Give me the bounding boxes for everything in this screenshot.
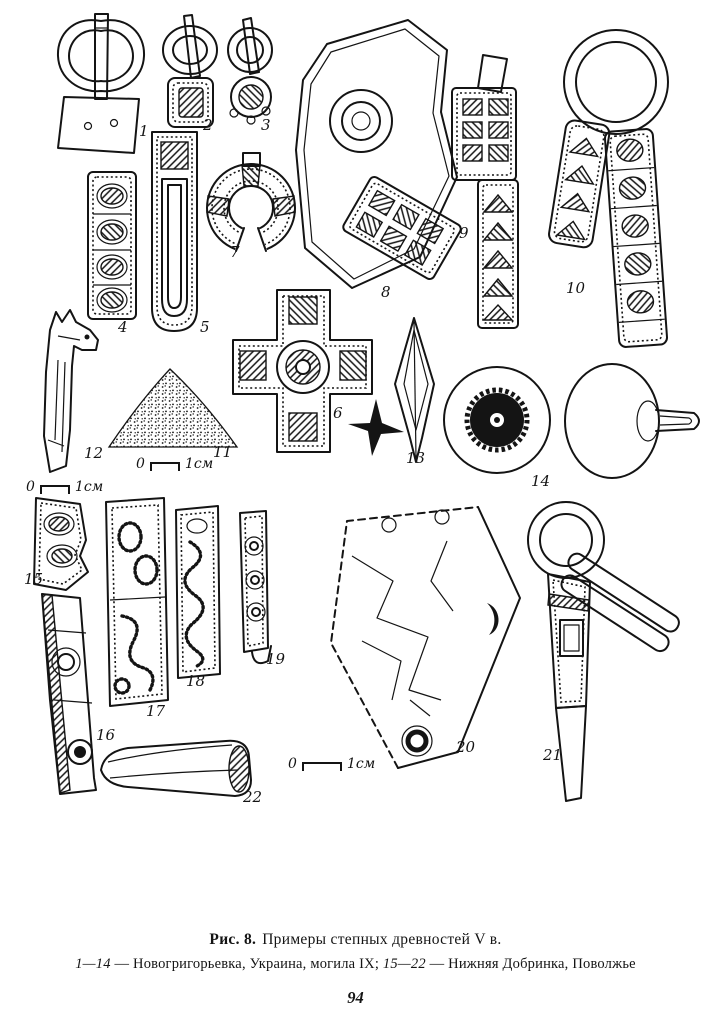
- figure-title: Примеры степных древностей V в.: [262, 931, 502, 948]
- scale-unit: 1см: [74, 479, 104, 495]
- artifact-label-21: 21: [543, 746, 563, 764]
- artifact-label-3: 3: [261, 116, 271, 134]
- scale-line: [149, 462, 180, 471]
- scale-unit: 1см: [184, 456, 214, 472]
- artifact-label-20: 20: [456, 738, 476, 756]
- artifact-label-5: 5: [200, 318, 210, 336]
- artifact-21-buckle-with-strap: [527, 501, 680, 802]
- artifact-7-horseshoe-fitting: [206, 152, 296, 258]
- artifact-3-buckle: [227, 17, 273, 125]
- artifact-label-19: 19: [266, 650, 286, 668]
- artifact-8-large-plate: [295, 19, 462, 289]
- artifact-10-ring-with-straps: [548, 29, 669, 348]
- artifact-6-cross-fitting: [232, 289, 373, 453]
- artifact-label-18: 18: [186, 672, 206, 690]
- artifact-2-buckle: [162, 14, 218, 128]
- artifact-20-shield-plate: [330, 506, 521, 769]
- artifact-14-whorls: [443, 363, 700, 479]
- scale-zero: 0: [136, 456, 145, 472]
- artifact-label-12: 12: [84, 444, 104, 462]
- artifact-16-long-strap: [41, 593, 97, 795]
- scale-line: [301, 762, 342, 771]
- scale-bar-3: 0 1см: [288, 756, 375, 772]
- artifact-label-7: 7: [230, 243, 240, 261]
- scale-zero: 0: [288, 756, 297, 772]
- figure-caption: Рис. 8. Примеры степных древностей V в.: [0, 931, 711, 949]
- artifact-label-8: 8: [381, 283, 391, 301]
- artifact-17-ornamented-plaque: [105, 497, 169, 707]
- legend-text-1: — Новогригорьевка, Украина, могила IX;: [110, 956, 383, 972]
- scale-bar-1: 0 1см: [26, 479, 103, 495]
- artifact-label-11: 11: [213, 443, 233, 461]
- artifact-11-mound: [107, 368, 239, 448]
- artifact-4-plaque: [87, 171, 137, 320]
- scale-unit: 1см: [346, 756, 376, 772]
- artifact-9-strap-fitting: [451, 54, 519, 329]
- artifact-22-curved-bar: [100, 739, 252, 797]
- artifact-15-strap-fragment: [33, 497, 89, 591]
- scale-line: [39, 485, 70, 494]
- artifact-label-22: 22: [243, 788, 263, 806]
- artifact-label-6: 6: [333, 404, 343, 422]
- artifact-19-perforated-strip: [239, 510, 272, 665]
- legend-text-2: — Нижняя Добринка, Поволжье: [425, 956, 636, 972]
- artifact-label-16: 16: [96, 726, 116, 744]
- figure-number: Рис. 8.: [209, 931, 257, 948]
- page-number: 94: [347, 988, 364, 1007]
- figure-legend: 1—14 — Новогригорьевка, Украина, могила …: [0, 956, 711, 973]
- artifact-13-spearhead: [348, 317, 435, 463]
- artifact-label-2: 2: [203, 116, 213, 134]
- artifact-1-buckle: [56, 13, 146, 154]
- artifact-label-15: 15: [24, 570, 44, 588]
- legend-range-2: 15—22: [382, 956, 426, 972]
- artifact-12-animal-head-strap: [43, 309, 99, 473]
- scale-bar-2: 0 1см: [136, 456, 213, 472]
- scale-zero: 0: [26, 479, 35, 495]
- artifact-label-17: 17: [146, 702, 166, 720]
- artifact-label-1: 1: [139, 122, 149, 140]
- artifact-label-9: 9: [459, 224, 469, 242]
- artifact-5-strap-end: [151, 131, 198, 332]
- artifact-label-10: 10: [566, 279, 586, 297]
- artifact-label-14: 14: [531, 472, 551, 490]
- artifact-label-13: 13: [406, 449, 426, 467]
- artifact-label-4: 4: [118, 318, 128, 336]
- artifact-18-wavy-plaque: [175, 505, 221, 679]
- legend-range-1: 1—14: [75, 956, 111, 972]
